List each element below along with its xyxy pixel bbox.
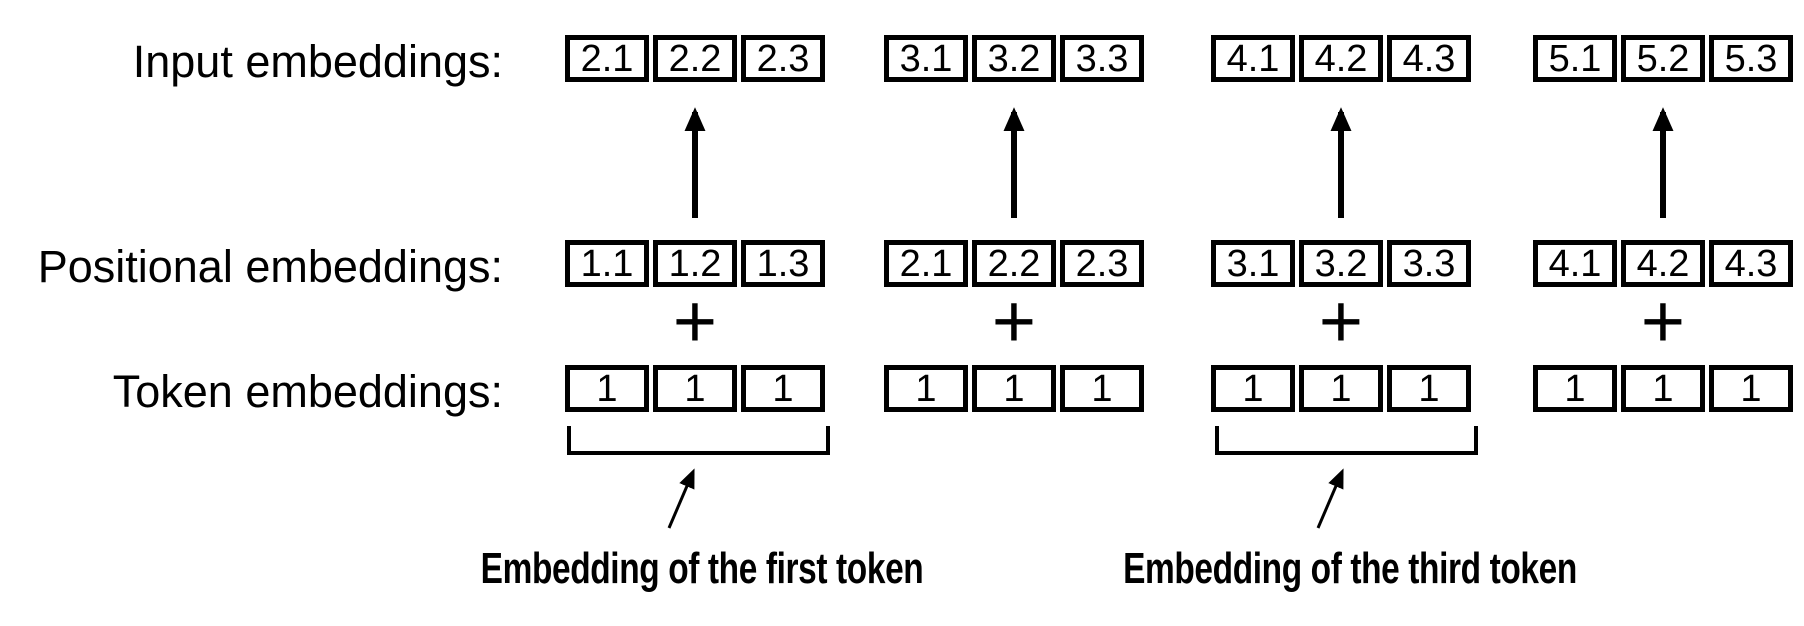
- vector-cell: 1.2: [653, 240, 737, 287]
- plus-operator-2: +: [991, 279, 1037, 364]
- vector-cell: 1: [741, 365, 825, 412]
- vector-cell: 1: [1533, 365, 1617, 412]
- vector-cell: 2.2: [972, 240, 1056, 287]
- vector-cell: 5.1: [1533, 35, 1617, 82]
- vector-cell: 3.3: [1060, 35, 1144, 82]
- vector-cell: 5.3: [1709, 35, 1793, 82]
- vector-cell: 4.2: [1299, 35, 1383, 82]
- vector-cell: 3.1: [884, 35, 968, 82]
- vector-cell: 2.3: [1060, 240, 1144, 287]
- annotation-label-1: Embedding of the first token: [480, 544, 924, 593]
- vector-cell: 1: [1211, 365, 1295, 412]
- vector-cell: 2.2: [653, 35, 737, 82]
- vector-cell: 1: [884, 365, 968, 412]
- vector-cell: 1: [972, 365, 1056, 412]
- underbrace-bracket-2: [1215, 426, 1478, 455]
- vector-cell: 2.3: [741, 35, 825, 82]
- annotation-arrow-icon-2: [1316, 468, 1344, 529]
- annotation-label-2: Embedding of the third token: [1123, 544, 1577, 593]
- row-label-positional-embeddings: Positional embeddings:: [37, 241, 503, 292]
- plus-operator-4: +: [1640, 279, 1686, 364]
- vector-cell: 4.2: [1621, 240, 1705, 287]
- vector-cell: 3.2: [1299, 240, 1383, 287]
- vector-cell: 1: [1621, 365, 1705, 412]
- vector-cell: 1.3: [741, 240, 825, 287]
- vector-cell: 5.2: [1621, 35, 1705, 82]
- vector-cell: 3.3: [1387, 240, 1471, 287]
- vector-cell: 1: [1060, 365, 1144, 412]
- vector-cell: 2.1: [565, 35, 649, 82]
- vector-cell: 3.1: [1211, 240, 1295, 287]
- vector-cell: 1: [653, 365, 737, 412]
- underbrace-bracket-1: [567, 426, 830, 455]
- row-label-token-embeddings: Token embeddings:: [112, 366, 503, 417]
- vector-cell: 4.3: [1709, 240, 1793, 287]
- plus-operator-1: +: [672, 279, 718, 364]
- vector-cell: 2.1: [884, 240, 968, 287]
- annotation-arrow-icon-1: [667, 468, 695, 529]
- plus-operator-3: +: [1318, 279, 1364, 364]
- vector-cell: 4.1: [1211, 35, 1295, 82]
- vector-cell: 4.1: [1533, 240, 1617, 287]
- vector-cell: 4.3: [1387, 35, 1471, 82]
- vector-cell: 1: [565, 365, 649, 412]
- row-label-input-embeddings: Input embeddings:: [132, 36, 503, 87]
- vector-cell: 1: [1709, 365, 1793, 412]
- vector-cell: 1.1: [565, 240, 649, 287]
- vector-cell: 1: [1387, 365, 1471, 412]
- vector-cell: 3.2: [972, 35, 1056, 82]
- vector-cell: 1: [1299, 365, 1383, 412]
